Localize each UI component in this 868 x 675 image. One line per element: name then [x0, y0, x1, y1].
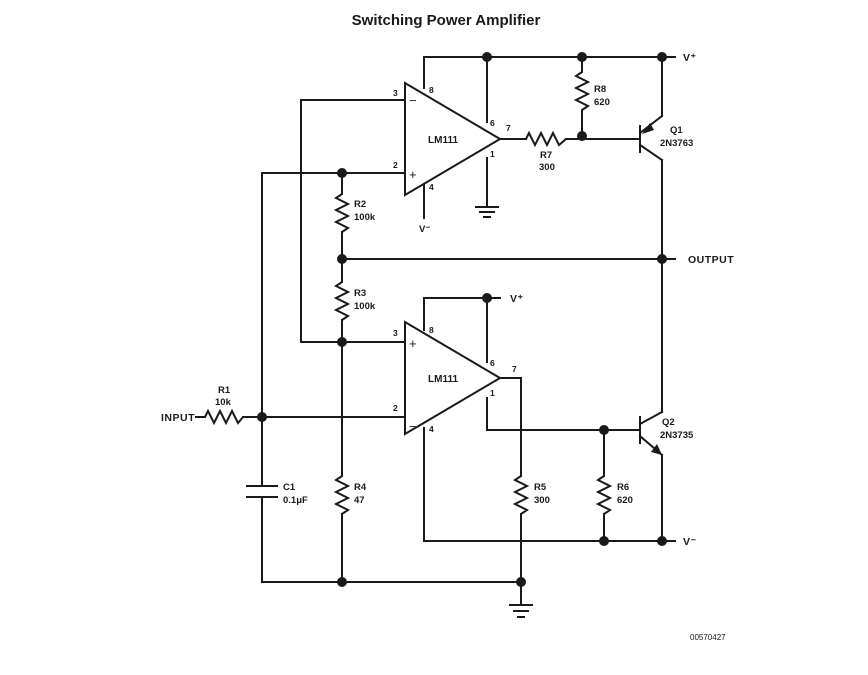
- r6-ref: R6: [617, 482, 629, 493]
- q1-emitter-arrow: [642, 123, 654, 134]
- drawing-code: 00570427: [690, 633, 726, 642]
- page-title: Switching Power Amplifier: [351, 12, 541, 29]
- comparator-u1: − + LM111 3 2 8 4 6 7 1: [393, 81, 511, 197]
- resistor-r6: R6 620: [595, 475, 633, 515]
- resistor-r7: R7 300: [525, 130, 567, 173]
- transistor-q1: Q1 2N3763: [638, 114, 693, 162]
- u2-pin-noninv: 3: [393, 328, 398, 338]
- q1-part: 2N3763: [660, 138, 693, 149]
- ground-symbol-main: [509, 604, 533, 618]
- resistor-r2: R2 100k: [333, 193, 376, 233]
- input-label: INPUT: [161, 412, 195, 424]
- u2-part-label: LM111: [428, 374, 458, 385]
- c1-ref: C1: [283, 482, 296, 493]
- r5-value: 300: [534, 495, 550, 506]
- r8-ref: R8: [594, 84, 606, 95]
- resistor-r5: R5 300: [512, 475, 550, 515]
- u1-part-label: LM111: [428, 135, 458, 146]
- r8-value: 620: [594, 97, 610, 108]
- u2-pin-inv: 2: [393, 403, 398, 413]
- vminus-label-u1: V⁻: [419, 224, 430, 235]
- u2-pin-6: 6: [490, 358, 495, 368]
- u1-pin-7: 7: [506, 123, 511, 133]
- u2-minus-sign: −: [409, 419, 417, 434]
- u1-pin-gnd: 4: [429, 182, 434, 192]
- r6-value: 620: [617, 495, 633, 506]
- u2-plus-sign: +: [409, 336, 417, 351]
- q1-ref: Q1: [670, 125, 683, 136]
- r5-ref: R5: [534, 482, 547, 493]
- u1-minus-sign: −: [409, 93, 417, 108]
- vplus-label-u2: V⁺: [510, 293, 524, 305]
- resistor-r4: R4 47: [333, 475, 367, 515]
- r3-ref: R3: [354, 288, 366, 299]
- capacitor-c1: C1 0.1μF: [246, 482, 308, 506]
- u1-plus-sign: +: [409, 167, 417, 182]
- vminus-label-bottom: V⁻: [683, 536, 697, 548]
- u2-pin-7: 7: [512, 364, 517, 374]
- u2-pin-1: 1: [490, 388, 495, 398]
- u1-pin-vcc: 8: [429, 85, 434, 95]
- u1-pin-noninv: 2: [393, 160, 398, 170]
- u1-pin-6: 6: [490, 118, 495, 128]
- u1-pin-1: 1: [490, 149, 495, 159]
- comparator-u2: − + LM111 2 3 8 4 6 7 1: [393, 320, 517, 436]
- vplus-label-top: V⁺: [683, 52, 697, 64]
- q2-part: 2N3735: [660, 430, 694, 441]
- u2-pin-vcc: 8: [429, 325, 434, 335]
- r4-ref: R4: [354, 482, 367, 493]
- resistor-r8: R8 620: [573, 71, 610, 117]
- r4-value: 47: [354, 495, 365, 506]
- c1-value: 0.1μF: [283, 495, 308, 506]
- q2-ref: Q2: [662, 417, 675, 428]
- resistor-r3: R3 100k: [333, 281, 376, 321]
- r2-ref: R2: [354, 199, 366, 210]
- transistor-q2: Q2 2N3735: [638, 410, 694, 457]
- resistor-r1: R1 10k: [204, 385, 244, 426]
- r3-value: 100k: [354, 301, 376, 312]
- ground-symbol-u1: [475, 206, 499, 218]
- wiring: [195, 56, 676, 606]
- u1-pin-inv: 3: [393, 88, 398, 98]
- junction-dots: [257, 52, 667, 587]
- r7-value: 300: [539, 162, 555, 173]
- r1-ref: R1: [218, 385, 231, 396]
- output-label: OUTPUT: [688, 254, 734, 266]
- q2-emitter-arrow: [651, 444, 662, 455]
- r1-value: 10k: [215, 397, 232, 408]
- r2-value: 100k: [354, 212, 376, 223]
- u2-pin-gnd: 4: [429, 424, 434, 434]
- r7-ref: R7: [540, 150, 552, 161]
